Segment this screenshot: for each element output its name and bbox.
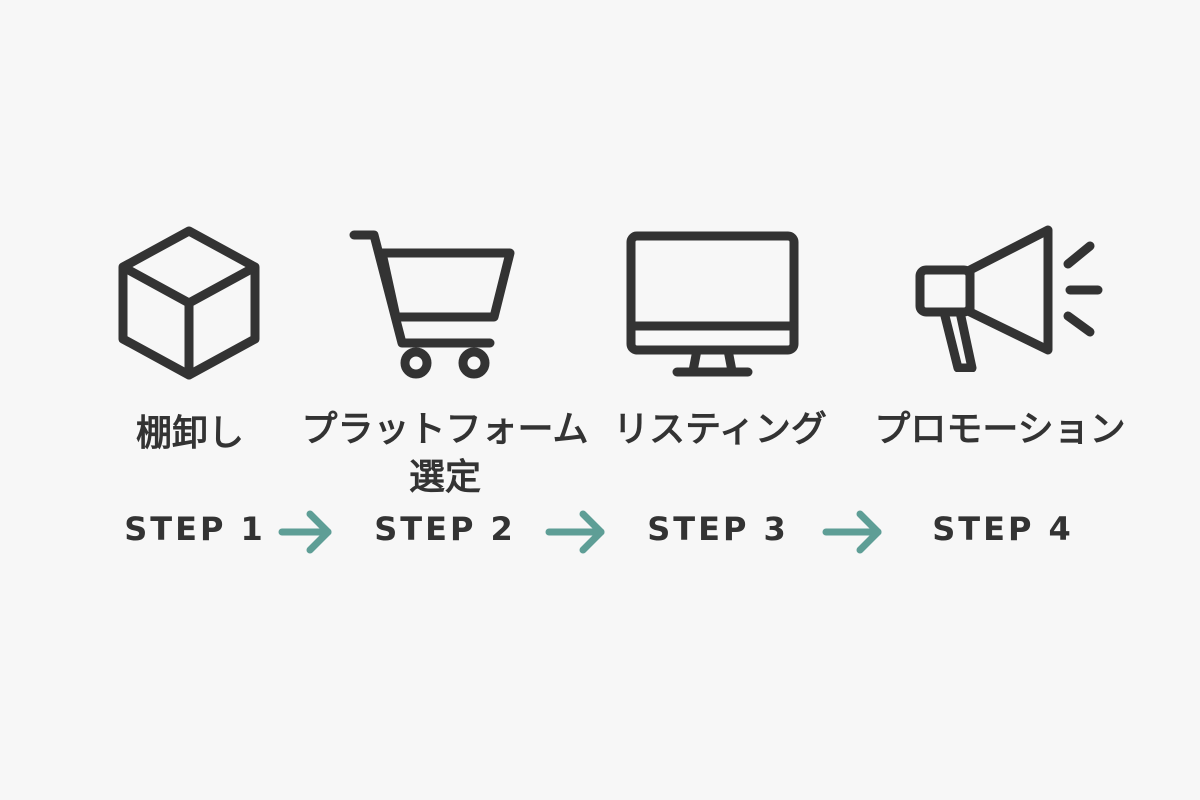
- step-3-label: リスティング: [613, 409, 827, 450]
- arrow-right-icon: [545, 510, 607, 558]
- step-2-number: STEP 2: [374, 510, 516, 548]
- arrow-right-icon: [278, 510, 334, 558]
- step-4-label: プロモーション: [874, 409, 1126, 450]
- step-4-number: STEP 4: [932, 510, 1074, 548]
- box-icon: [115, 225, 263, 380]
- shopping-cart-icon: [348, 225, 518, 380]
- monitor-icon: [625, 230, 800, 378]
- step-1-number: STEP 1: [124, 510, 266, 548]
- step-2-label: プラットフォーム 選定: [295, 406, 595, 502]
- arrow-right-icon: [822, 510, 884, 558]
- step-1-label: 棚卸し: [135, 413, 244, 454]
- step-2-label-line-1: プラットフォーム: [301, 409, 589, 450]
- step-3-number: STEP 3: [647, 510, 789, 548]
- megaphone-icon: [910, 222, 1105, 372]
- step-2-label-line-2: 選定: [408, 457, 481, 498]
